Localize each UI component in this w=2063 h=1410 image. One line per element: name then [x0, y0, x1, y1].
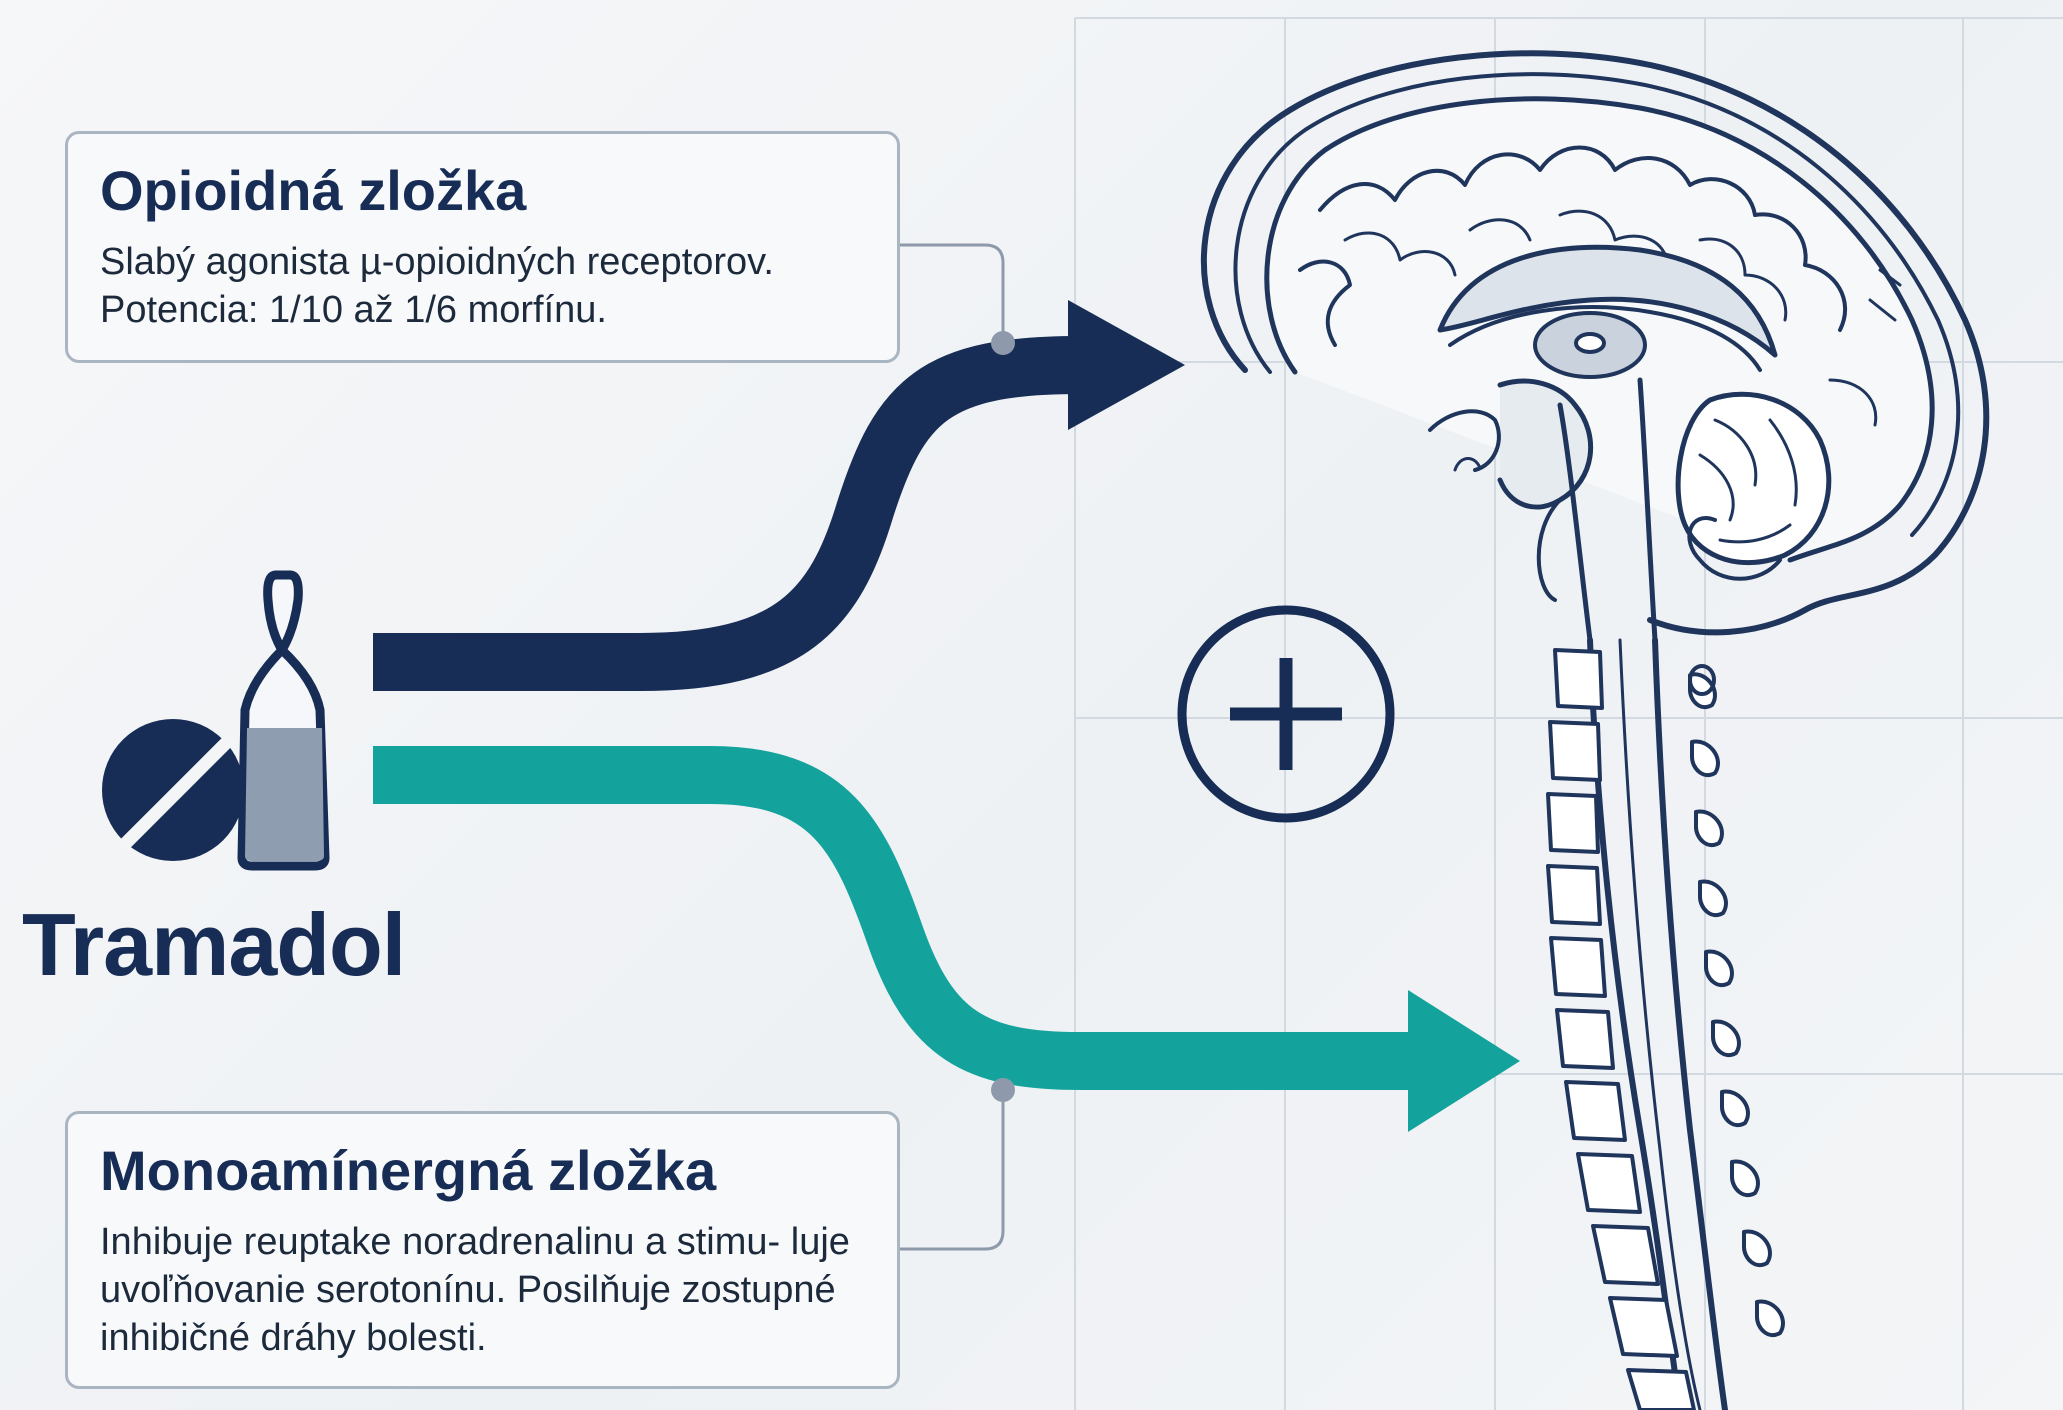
opioid-component-text: Slabý agonista µ-opioidných receptorov. … — [100, 238, 869, 334]
ampoule-icon — [242, 575, 325, 866]
monoamine-component-title: Monoamínergná zložka — [100, 1138, 869, 1204]
monoamine-connector — [900, 1078, 1015, 1249]
brain-spinal-cord-illustration — [1204, 53, 1986, 1410]
opioid-connector — [900, 245, 1015, 355]
drug-name: Tramadol — [22, 895, 405, 995]
monoamine-component-box: Monoamínergná zložka Inhibuje reuptake n… — [65, 1111, 900, 1389]
pill-icon — [102, 719, 244, 861]
opioid-component-title: Opioidná zložka — [100, 158, 869, 224]
opioid-component-box: Opioidná zložka Slabý agonista µ-opioidn… — [65, 131, 900, 363]
monoamine-pathway-arrow — [373, 775, 1520, 1132]
monoamine-component-text: Inhibuje reuptake noradrenalinu a stimu-… — [100, 1218, 869, 1362]
